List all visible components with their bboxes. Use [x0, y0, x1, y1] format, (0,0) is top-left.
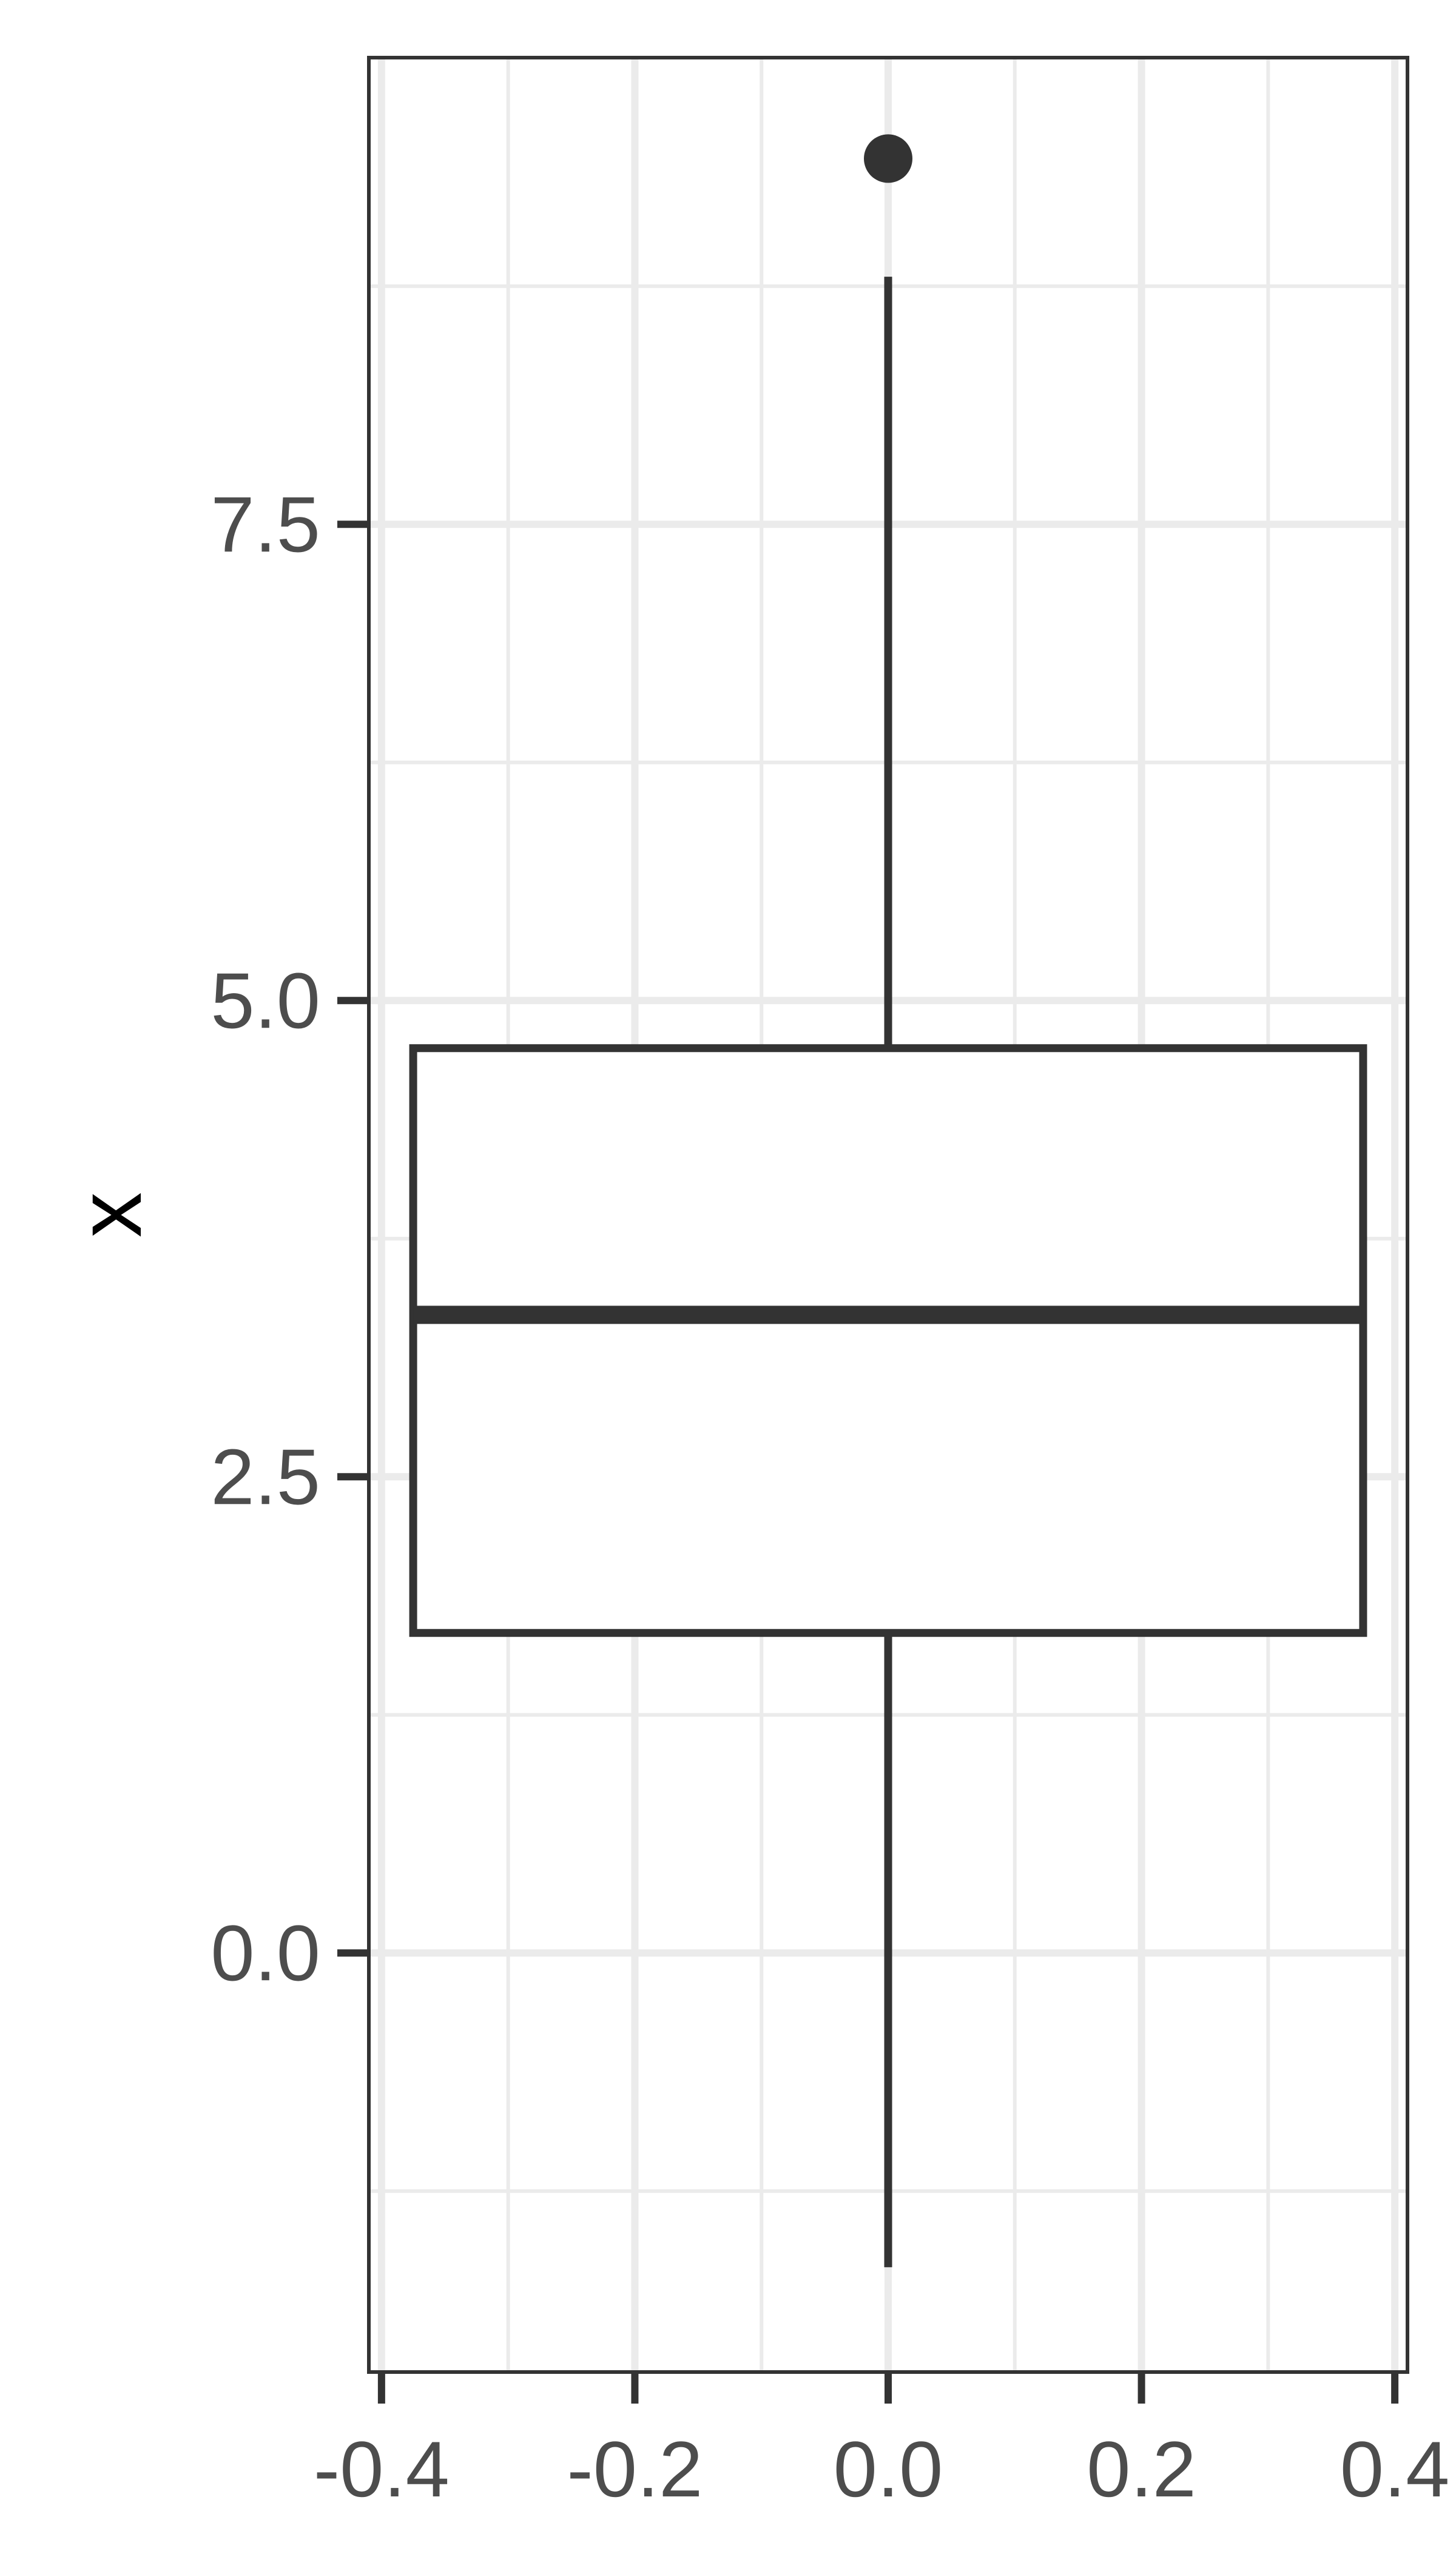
- axis-layer: 0.0 2.5 5.0 7.5 -0.4 -0.2 0.0 0.2 0.4: [211, 480, 1449, 2513]
- y-tick-label-1: 2.5: [211, 1432, 320, 1521]
- y-axis-title: x: [58, 1192, 160, 1238]
- x-tick-label-0: -0.4: [314, 2425, 450, 2513]
- x-tick-label-1: -0.2: [567, 2425, 703, 2513]
- box-iqr: [409, 1044, 1367, 1637]
- x-tick-label-3: 0.2: [1087, 2425, 1196, 2513]
- outlier-point-0: [864, 134, 912, 183]
- x-tick-label-2: 0.0: [834, 2425, 943, 2513]
- y-tick-label-2: 5.0: [211, 956, 320, 1045]
- y-tick-label-3: 7.5: [211, 480, 320, 568]
- box-layer: [409, 134, 1367, 2268]
- y-tick-label-0: 0.0: [211, 1909, 320, 1997]
- x-tick-label-4: 0.4: [1340, 2425, 1450, 2513]
